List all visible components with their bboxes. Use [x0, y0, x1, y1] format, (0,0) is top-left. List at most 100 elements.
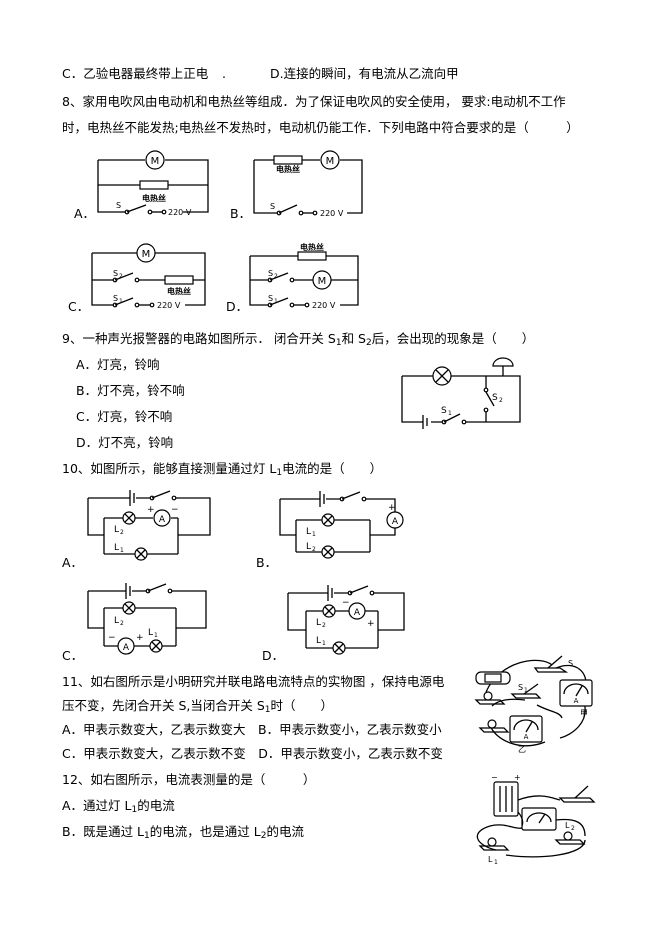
- svg-text:2: 2: [322, 622, 326, 629]
- q8-label-c: C．: [68, 299, 90, 314]
- svg-text:电热丝: 电热丝: [276, 164, 300, 174]
- q9-stem: 9、一种声光报警器的电路如图所示． 闭合开关 S1和 S2后，会出现的现象是（ …: [62, 331, 535, 348]
- svg-text:−: −: [491, 773, 498, 782]
- q9-option-d: D．灯不亮，铃响: [76, 435, 174, 450]
- svg-text:L: L: [114, 525, 119, 535]
- switch-label: S: [116, 201, 121, 210]
- svg-text:2: 2: [274, 273, 278, 280]
- svg-text:L: L: [316, 636, 321, 646]
- svg-text:L: L: [565, 821, 570, 830]
- svg-text:1: 1: [120, 547, 124, 554]
- svg-text:A: A: [354, 608, 361, 618]
- svg-text:2: 2: [571, 825, 575, 832]
- svg-text:−: −: [108, 633, 116, 643]
- svg-text:A: A: [574, 697, 579, 705]
- svg-text:S: S: [113, 269, 118, 278]
- q11-options-ab: A．甲表示数变大，乙表示数变大 B．甲表示数变小，乙表示数变小: [62, 722, 442, 737]
- svg-text:电热丝: 电热丝: [300, 242, 324, 252]
- stray-dot: .: [222, 66, 226, 81]
- svg-text:220 V: 220 V: [320, 209, 344, 218]
- svg-text:S: S: [492, 393, 498, 403]
- svg-text:−: −: [171, 505, 179, 515]
- svg-text:+: +: [388, 503, 396, 513]
- q12-option-b: B．既是通过 L1的电流，也是通过 L2的电流: [62, 824, 304, 841]
- svg-text:S: S: [441, 406, 447, 416]
- svg-text:1: 1: [322, 640, 326, 647]
- svg-text:M: M: [318, 276, 327, 287]
- svg-text:L: L: [114, 543, 119, 553]
- q10-label-d: D．: [262, 648, 285, 663]
- option-c-text: C．乙验电器最终带上正电: [62, 66, 209, 81]
- q8-label-b: B．: [230, 206, 252, 221]
- svg-text:L: L: [306, 542, 311, 552]
- svg-text:1: 1: [524, 687, 528, 694]
- svg-text:L: L: [316, 618, 321, 628]
- q12-option-a: A．通过灯 L1的电流: [62, 798, 175, 815]
- svg-text:乙: 乙: [518, 745, 526, 754]
- svg-text:S: S: [268, 294, 273, 303]
- option-d-text: D.连接的瞬间，有电流从乙流向甲: [270, 66, 459, 81]
- svg-text:−: −: [388, 531, 396, 541]
- svg-text:S: S: [518, 683, 523, 692]
- svg-text:+: +: [367, 619, 375, 629]
- svg-text:L: L: [148, 628, 153, 638]
- svg-text:S: S: [568, 659, 573, 668]
- svg-text:1: 1: [494, 859, 498, 866]
- svg-text:S: S: [270, 202, 275, 211]
- svg-text:L: L: [114, 616, 119, 626]
- svg-text:+: +: [147, 505, 155, 515]
- svg-text:S: S: [113, 294, 118, 303]
- svg-text:A: A: [123, 643, 130, 653]
- svg-text:2: 2: [120, 529, 124, 536]
- q11-stem-line1: 11、如右图所示是小明研究并联电路电流特点的实物图 ，保持电源电: [62, 674, 445, 689]
- bell-icon: [492, 357, 514, 367]
- voltage-label: 220 V: [168, 208, 192, 217]
- q11-stem-line2: 压不变，先闭合开关 S,当闭合开关 S1时（ ）: [62, 698, 334, 715]
- svg-text:1: 1: [274, 298, 278, 305]
- svg-text:电热丝: 电热丝: [167, 286, 191, 296]
- svg-text:A: A: [524, 733, 529, 741]
- svg-text:1: 1: [448, 410, 452, 417]
- svg-text:+: +: [514, 773, 521, 782]
- svg-text:L: L: [488, 855, 493, 864]
- q10-stem: 10、如图所示，能够直接测量通过灯 L1电流的是（ ）: [62, 461, 383, 478]
- svg-text:2: 2: [312, 546, 316, 553]
- svg-text:A: A: [392, 517, 399, 527]
- q9-option-b: B．灯不亮，铃不响: [76, 383, 185, 398]
- svg-text:−: −: [342, 598, 350, 608]
- motor-symbol: M: [151, 156, 160, 167]
- q10-label-c: C．: [62, 648, 84, 663]
- q8-label-a: A．: [74, 206, 96, 221]
- svg-text:A: A: [159, 515, 166, 525]
- svg-text:220 V: 220 V: [312, 301, 336, 310]
- svg-text:L: L: [306, 527, 311, 537]
- svg-text:2: 2: [499, 397, 503, 404]
- q9-option-a: A．灯亮，铃响: [76, 357, 160, 372]
- svg-text:S: S: [268, 269, 273, 278]
- q11-options-cd: C．甲表示数变大，乙表示数不变 D．甲表示数变小，乙表示数不变: [62, 746, 443, 761]
- q8-label-d: D．: [226, 299, 249, 314]
- svg-text:M: M: [142, 249, 151, 260]
- svg-text:2: 2: [120, 620, 124, 627]
- svg-text:甲: 甲: [580, 709, 588, 718]
- q8-stem-line1: 8、家用电吹风由电动机和电热丝等组成．为了保证电吹风的安全使用， 要求:电动机不…: [62, 94, 566, 109]
- svg-text:1: 1: [312, 531, 316, 538]
- q10-label-a: A．: [62, 555, 84, 570]
- q9-option-c: C．灯亮，铃不响: [76, 409, 173, 424]
- q12-stem: 12、如右图所示，电流表测量的是（ ）: [62, 772, 316, 787]
- svg-text:220 V: 220 V: [157, 301, 181, 310]
- svg-text:1: 1: [154, 632, 158, 639]
- q10-label-b: B．: [256, 555, 278, 570]
- svg-text:+: +: [136, 633, 144, 643]
